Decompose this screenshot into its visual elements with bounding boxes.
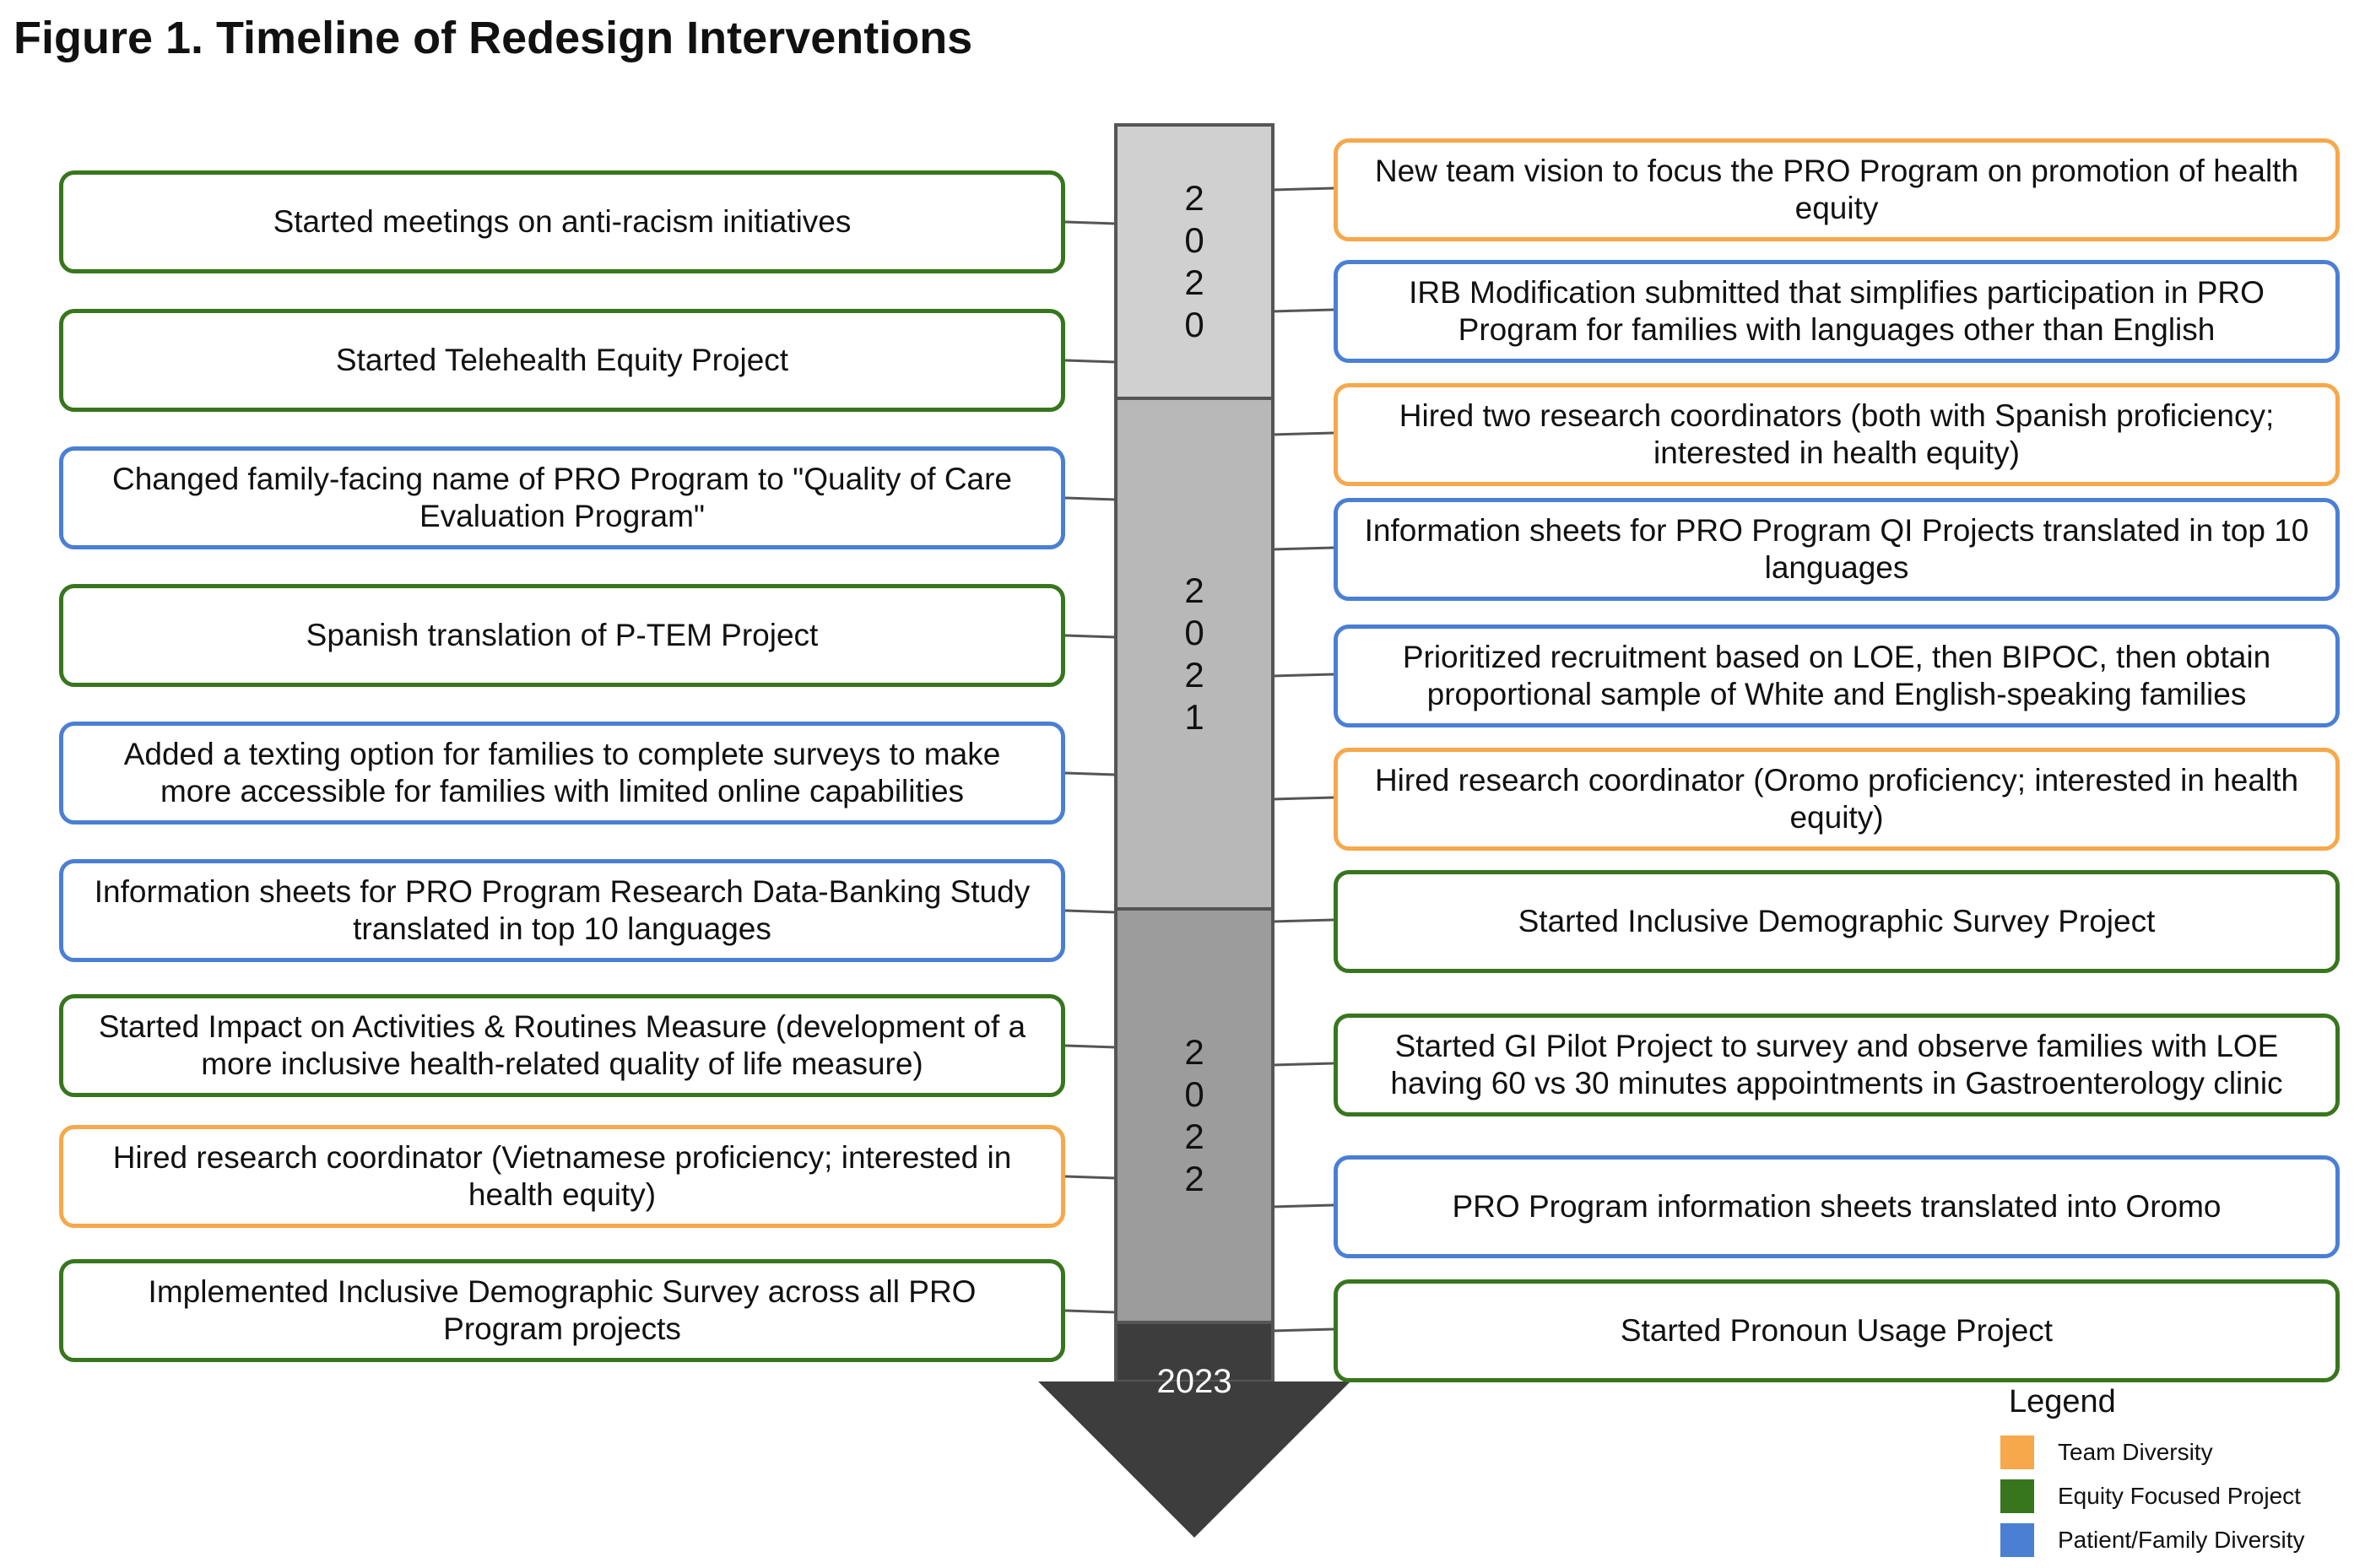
left-event-text: Implemented Inclusive Demographic Survey…	[148, 1273, 977, 1346]
right-connector-8	[1272, 1203, 1334, 1208]
left-event-box-1: Started Telehealth Equity Project	[59, 309, 1065, 412]
left-event-box-0: Started meetings on anti-racism initiati…	[59, 170, 1065, 273]
right-connector-1	[1272, 308, 1334, 313]
left-event-box-4: Added a texting option for families to c…	[59, 722, 1065, 825]
year-label-2: 2 0 2 2	[1184, 1032, 1204, 1198]
legend-title: Legend	[2009, 1384, 2116, 1419]
left-connector-6	[1064, 1044, 1117, 1049]
year-label-0: 2 0 2 0	[1184, 178, 1204, 344]
figure-title: Figure 1. Timeline of Redesign Intervent…	[14, 13, 973, 63]
right-event-text: Prioritized recruitment based on LOE, th…	[1402, 639, 2271, 711]
year-segment-3	[1114, 1321, 1275, 1383]
right-event-box-4: Prioritized recruitment based on LOE, th…	[1334, 624, 2340, 727]
right-event-box-7: Started GI Pilot Project to survey and o…	[1334, 1014, 2340, 1117]
right-event-box-1: IRB Modification submitted that simplifi…	[1334, 260, 2340, 363]
right-event-text: IRB Modification submitted that simplifi…	[1409, 274, 2265, 347]
connector-lines	[1064, 187, 1334, 1333]
right-event-box-6: Started Inclusive Demographic Survey Pro…	[1334, 870, 2340, 973]
right-event-text: New team vision to focus the PRO Program…	[1374, 153, 2299, 225]
legend-item-patient: Patient/Family Diversity	[2000, 1518, 2305, 1562]
left-connector-8	[1064, 1309, 1117, 1314]
right-event-box-5: Hired research coordinator (Oromo profic…	[1334, 748, 2340, 851]
right-event-text: Started GI Pilot Project to survey and o…	[1390, 1028, 2283, 1100]
year-label-3: 2023	[1156, 1363, 1232, 1400]
left-event-box-3: Spanish translation of P-TEM Project	[59, 584, 1065, 687]
left-event-text: Started meetings on anti-racism initiati…	[273, 203, 852, 239]
legend-swatch	[2000, 1479, 2034, 1513]
left-event-text: Started Impact on Activities & Routines …	[98, 1008, 1026, 1081]
right-event-box-3: Information sheets for PRO Program QI Pr…	[1334, 498, 2340, 601]
right-event-text: Hired two research coordinators (both wi…	[1399, 397, 2275, 470]
right-event-box-9: Started Pronoun Usage Project	[1334, 1279, 2340, 1382]
legend-swatch	[2000, 1436, 2034, 1469]
legend-item-equity: Equity Focused Project	[2000, 1474, 2305, 1518]
right-event-text: PRO Program information sheets translate…	[1452, 1188, 2222, 1224]
right-event-box-2: Hired two research coordinators (both wi…	[1334, 383, 2340, 486]
left-event-box-6: Started Impact on Activities & Routines …	[59, 994, 1065, 1097]
left-event-text: Information sheets for PRO Program Resea…	[94, 873, 1031, 946]
left-connector-4	[1064, 771, 1117, 776]
left-connector-7	[1064, 1175, 1117, 1180]
legend-label: Team Diversity	[2058, 1439, 2213, 1465]
left-event-text: Added a texting option for families to c…	[123, 736, 1001, 808]
right-connector-0	[1272, 187, 1334, 192]
right-event-box-0: New team vision to focus the PRO Program…	[1334, 138, 2340, 241]
left-connector-5	[1064, 909, 1117, 914]
right-event-text: Hired research coordinator (Oromo profic…	[1374, 762, 2299, 835]
left-connector-1	[1064, 359, 1117, 364]
right-connector-4	[1272, 673, 1334, 678]
left-event-box-2: Changed family-facing name of PRO Progra…	[59, 446, 1065, 549]
right-event-text: Information sheets for PRO Program QI Pr…	[1364, 512, 2309, 585]
year-segment-2	[1114, 907, 1275, 1324]
legend-label: Patient/Family Diversity	[2058, 1527, 2305, 1553]
legend-label: Equity Focused Project	[2058, 1483, 2301, 1509]
year-label-1: 2 0 2 1	[1184, 570, 1204, 737]
left-event-text: Started Telehealth Equity Project	[335, 342, 789, 377]
right-event-text: Started Inclusive Demographic Survey Pro…	[1518, 903, 2156, 938]
right-connector-5	[1272, 796, 1334, 801]
right-event-text: Started Pronoun Usage Project	[1620, 1312, 2054, 1348]
right-connector-7	[1272, 1062, 1334, 1067]
legend-swatch	[2000, 1523, 2034, 1557]
left-connector-0	[1064, 220, 1117, 225]
right-connector-3	[1272, 546, 1334, 551]
left-event-text: Hired research coordinator (Vietnamese p…	[112, 1139, 1012, 1212]
left-event-text: Changed family-facing name of PRO Progra…	[111, 461, 1013, 533]
right-connector-6	[1272, 918, 1334, 923]
timeline-arrow	[1038, 123, 1350, 1538]
left-connector-2	[1064, 496, 1117, 501]
left-event-box-7: Hired research coordinator (Vietnamese p…	[59, 1125, 1065, 1228]
right-connector-9	[1272, 1327, 1334, 1333]
left-event-text: Spanish translation of P-TEM Project	[306, 617, 819, 652]
left-event-box-8: Implemented Inclusive Demographic Survey…	[59, 1259, 1065, 1362]
right-event-box-8: PRO Program information sheets translate…	[1334, 1155, 2340, 1258]
left-connector-3	[1064, 634, 1117, 639]
arrow-head	[1038, 1381, 1350, 1538]
right-connector-2	[1272, 431, 1334, 436]
legend-item-team: Team Diversity	[2000, 1430, 2305, 1474]
left-event-box-5: Information sheets for PRO Program Resea…	[59, 859, 1065, 962]
